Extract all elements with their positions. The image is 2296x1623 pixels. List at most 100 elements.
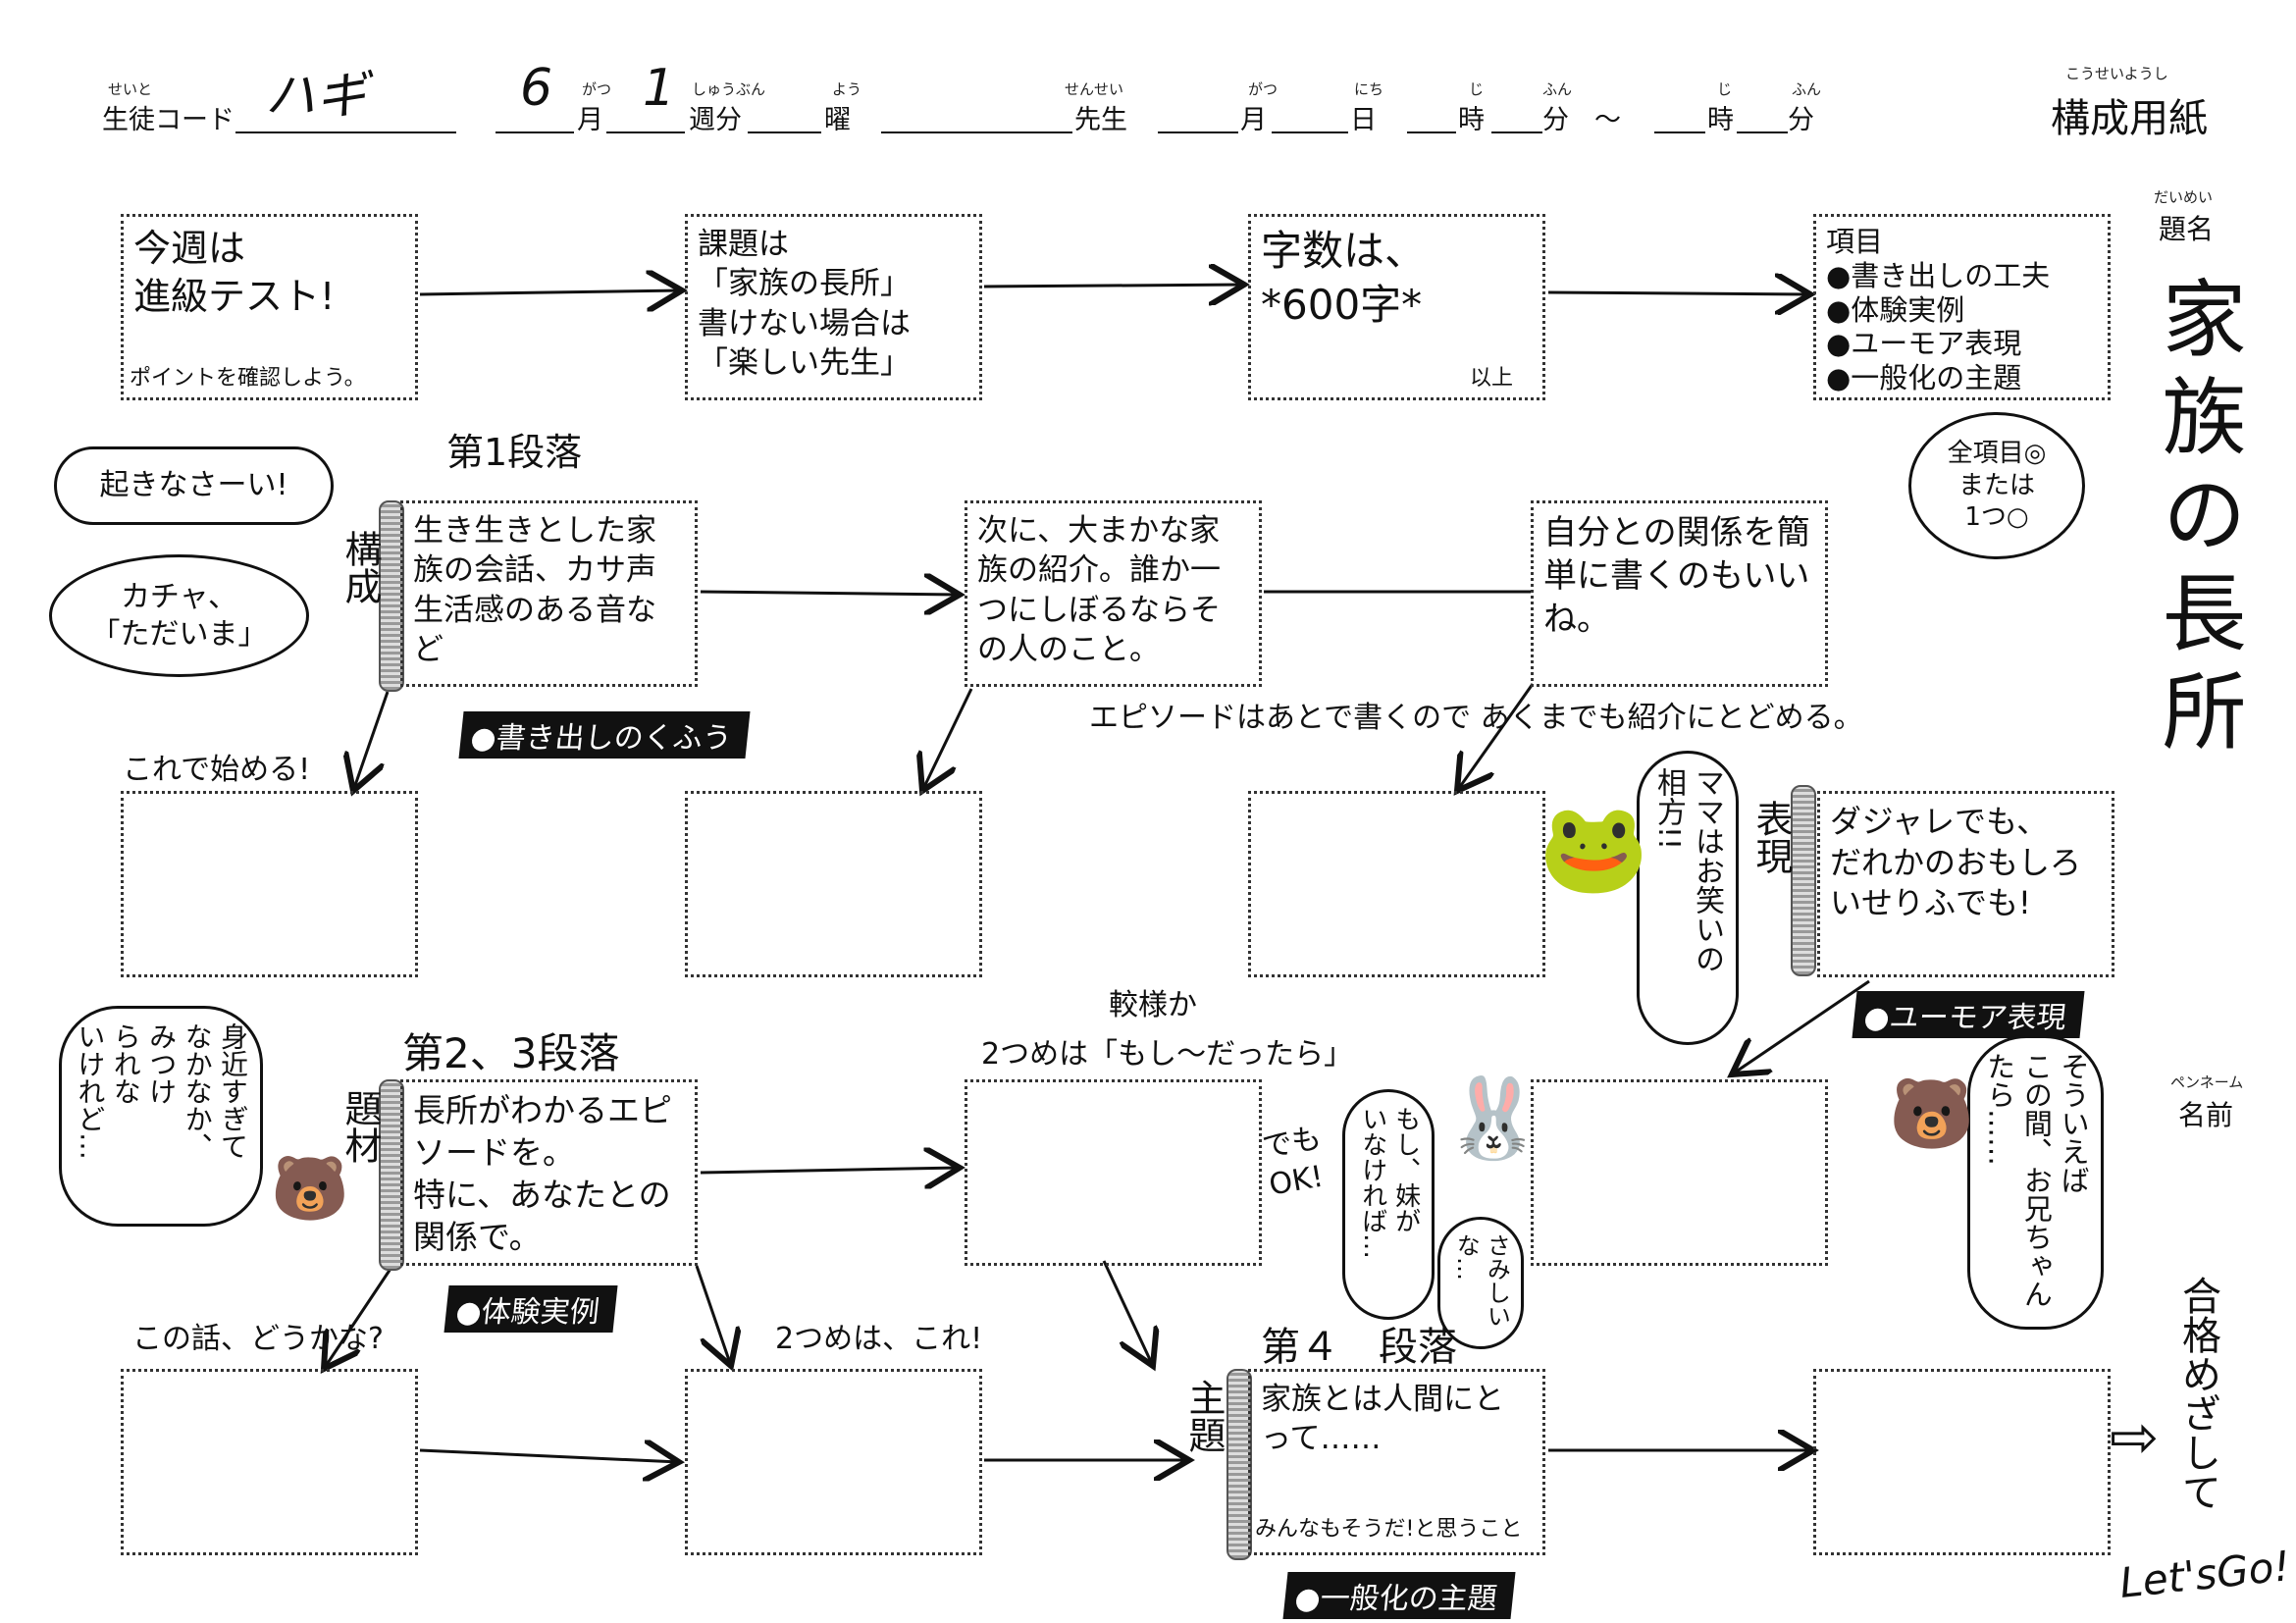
end-min-ruby: ふん bbox=[1792, 80, 1822, 98]
empty-box[interactable] bbox=[121, 1369, 418, 1555]
note-episode: エピソードはあとで書くので あくまでも紹介にとどめる。 bbox=[1089, 701, 1863, 735]
theme-label: 主題 bbox=[1182, 1379, 1226, 1453]
para1-box-3-text: 自分との関係を簡単に書くのもいいね。 bbox=[1543, 513, 1810, 640]
arrow-right-icon: ⇨ bbox=[2110, 1403, 2160, 1472]
end-hour-field[interactable] bbox=[1654, 131, 1705, 133]
expression-label: 表現 bbox=[1749, 800, 1793, 874]
note-start: これで始める! bbox=[123, 753, 311, 787]
date-day-field[interactable] bbox=[1272, 131, 1348, 133]
items-box: 項目 ●書き出しの工夫 ●体験実例 ●ユーモア表現 ●一般化の主題 bbox=[1813, 214, 2111, 400]
month-field[interactable] bbox=[496, 131, 574, 133]
date-month-ruby: がつ bbox=[1248, 80, 1278, 98]
subject-label: 題材 bbox=[339, 1089, 382, 1164]
start-min-label: 分 bbox=[1542, 105, 1569, 135]
month-ruby: がつ bbox=[582, 80, 612, 98]
student-code-value: ハギ bbox=[265, 67, 368, 126]
speech-bubble-mama: ママはお笑いの 相方!! bbox=[1637, 751, 1739, 1045]
student-code-ruby: せいと bbox=[108, 80, 153, 98]
para4-box: 家族とは人間にとって……みんなもそうだ!と思うこと bbox=[1248, 1369, 1545, 1555]
week-value: 1 bbox=[643, 59, 676, 118]
month-value: 6 bbox=[520, 59, 553, 118]
start-min-field[interactable] bbox=[1491, 131, 1542, 133]
note-question: この話、どうかな? bbox=[132, 1322, 384, 1356]
end-min-field[interactable] bbox=[1737, 131, 1788, 133]
rabbit-drawing-icon: 🐰 bbox=[1444, 1073, 1542, 1164]
paragraph23-heading: 第2、3段落 bbox=[402, 1029, 620, 1077]
name-label: 名前 bbox=[2178, 1099, 2234, 1131]
week-label: 週分 bbox=[689, 105, 742, 135]
empty-box[interactable] bbox=[1531, 1079, 1828, 1266]
end-min-label: 分 bbox=[1788, 105, 1814, 135]
empty-box[interactable] bbox=[685, 791, 982, 977]
teacher-ruby: せんせい bbox=[1065, 80, 1124, 98]
week-ruby: しゅうぶん bbox=[692, 80, 766, 98]
empty-box[interactable] bbox=[121, 791, 418, 977]
humor-box: ダジャレでも、 だれかのおもしろいせりふでも! bbox=[1817, 791, 2114, 977]
note-if: 2つめは「もし〜だったら」 bbox=[981, 1037, 1354, 1072]
sheet-title: 構成用紙 bbox=[2051, 96, 2208, 141]
theme-tag: ●一般化の主題 bbox=[1282, 1572, 1516, 1619]
arrow bbox=[324, 1265, 394, 1369]
date-month-label: 月 bbox=[1240, 105, 1267, 135]
arrow bbox=[1732, 979, 1870, 1074]
teacher-field[interactable] bbox=[881, 131, 1072, 133]
bear-drawing-icon: 🐻 bbox=[1889, 1073, 1975, 1154]
arrow bbox=[353, 691, 390, 791]
paragraph1-heading: 第1段落 bbox=[446, 431, 583, 474]
paragraph4-heading: 第４ 段落 bbox=[1261, 1325, 1457, 1370]
date-month-field[interactable] bbox=[1158, 131, 1238, 133]
arrow bbox=[983, 285, 1244, 287]
arrow bbox=[700, 592, 960, 595]
student-code-field[interactable] bbox=[235, 131, 456, 133]
goal-text: 合格めざして bbox=[2175, 1276, 2220, 1511]
name-ruby: ペンネーム bbox=[2170, 1073, 2244, 1091]
student-code-label: 生徒コード bbox=[102, 105, 235, 135]
intro-box: 今週は 進級テスト!ポイントを確認しよう。 bbox=[121, 214, 418, 400]
title-value: 家族の長所 bbox=[2147, 275, 2245, 765]
arrow bbox=[695, 1265, 731, 1366]
arrow bbox=[1102, 1260, 1153, 1366]
para23-text: 長所がわかるエピソードを。 特に、あなたとの関係で。 bbox=[413, 1091, 672, 1256]
weekday-label: 曜 bbox=[824, 105, 851, 135]
empty-box[interactable] bbox=[1813, 1369, 2111, 1555]
structure-label: 構成 bbox=[339, 530, 382, 604]
opening-tag: ●書き出しのくふう bbox=[458, 711, 751, 759]
start-hour-label: 時 bbox=[1458, 105, 1485, 135]
cloud-note: 全項目◎ または 1つ○ bbox=[1908, 412, 2085, 559]
para1-box-2-text: 次に、大まかな家族の紹介。誰か一つにしぼるならその人のこと。 bbox=[977, 513, 1221, 667]
week-field[interactable] bbox=[606, 131, 685, 133]
bear-drawing-icon: 🐻 bbox=[271, 1153, 349, 1226]
items-text: 項目 ●書き出しの工夫 ●体験実例 ●ユーモア表現 ●一般化の主題 bbox=[1826, 225, 2051, 395]
start-hour-ruby: じ bbox=[1469, 80, 1485, 98]
wordcount-box: 字数は、 *600字*以上 bbox=[1248, 214, 1545, 400]
start-hour-field[interactable] bbox=[1407, 131, 1456, 133]
scroll-decoration bbox=[1791, 785, 1816, 976]
tilde: 〜 bbox=[1594, 105, 1621, 135]
weekday-field[interactable] bbox=[748, 131, 821, 133]
arrow bbox=[419, 290, 682, 294]
sheet-title-ruby: こうせいようし bbox=[2065, 65, 2168, 82]
end-hour-label: 時 bbox=[1707, 105, 1734, 135]
teacher-label: 先生 bbox=[1074, 105, 1127, 135]
para1-box-1: 生き生きとした家族の会話、カサ声 生活感のある音など bbox=[400, 500, 698, 687]
para1-box-1-text: 生き生きとした家族の会話、カサ声 生活感のある音など bbox=[413, 513, 656, 667]
humor-text: ダジャレでも、 だれかのおもしろいせりふでも! bbox=[1830, 803, 2082, 922]
topic-text: 課題は 「家族の長所」 書けない場合は 「楽しい先生」 bbox=[698, 227, 911, 381]
para1-box-2: 次に、大まかな家族の紹介。誰か一つにしぼるならその人のこと。 bbox=[965, 500, 1262, 687]
note-compare: 較様か bbox=[1109, 988, 1197, 1022]
topic-box: 課題は 「家族の長所」 書けない場合は 「楽しい先生」 bbox=[685, 214, 982, 400]
arrow bbox=[1547, 292, 1810, 294]
empty-box[interactable] bbox=[1248, 791, 1545, 977]
speech-bubble-lonely: さみしいな… bbox=[1437, 1217, 1525, 1349]
empty-box[interactable] bbox=[965, 1079, 1262, 1266]
speech-bubble-wake: 起きなさーい! bbox=[54, 446, 334, 525]
intro-text: 今週は 進級テスト! bbox=[133, 227, 336, 319]
speech-bubble-near: 身近すぎて なかなか、 みつけ られな いけれど… bbox=[59, 1006, 263, 1227]
wordcount-text: 字数は、 *600字* bbox=[1261, 227, 1427, 329]
empty-box[interactable] bbox=[685, 1369, 982, 1555]
speech-bubble-sister: もし、妹が いなければ… bbox=[1342, 1089, 1435, 1320]
title-ruby: だいめい bbox=[2154, 188, 2214, 206]
scroll-decoration bbox=[379, 1079, 404, 1271]
experience-tag: ●体験実例 bbox=[444, 1285, 618, 1333]
